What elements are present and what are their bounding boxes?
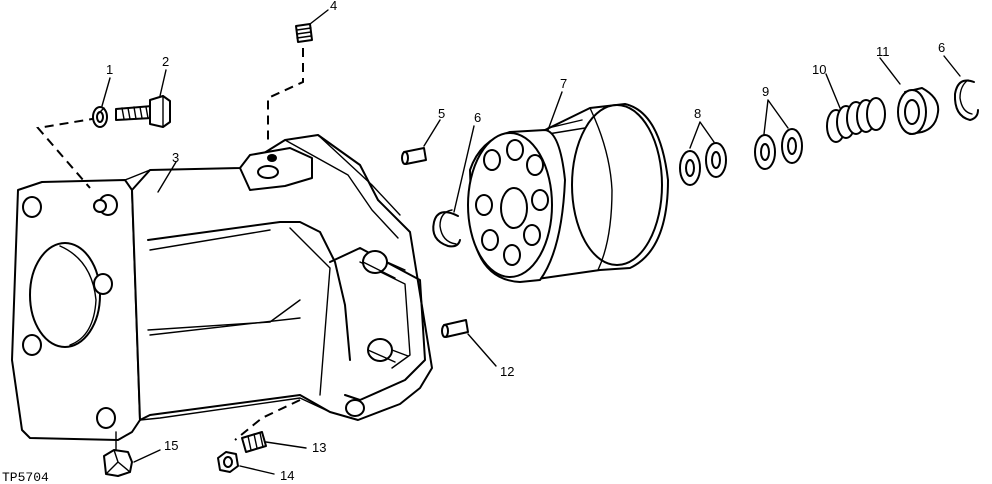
callout-3: 3 xyxy=(172,150,179,165)
callout-5: 5 xyxy=(438,106,445,121)
callout-labels: 1 2 3 4 5 6 7 8 9 10 11 6 12 13 14 15 xyxy=(106,0,945,483)
callout-15: 15 xyxy=(164,438,178,453)
cap-screw-part-2 xyxy=(115,95,171,128)
spring-part-10 xyxy=(826,97,886,143)
washers-part-9 xyxy=(754,128,803,170)
set-screw-part-13 xyxy=(241,431,267,453)
callout-4: 4 xyxy=(330,0,337,13)
callout-2: 2 xyxy=(162,54,169,69)
callout-14: 14 xyxy=(280,468,294,483)
callout-10: 10 xyxy=(812,62,826,77)
rotating-group-part-7 xyxy=(467,103,669,283)
callout-6-right: 6 xyxy=(938,40,945,55)
housing xyxy=(11,134,433,441)
callout-9: 9 xyxy=(762,84,769,99)
snap-ring-part-6-left xyxy=(432,209,461,248)
callout-12: 12 xyxy=(500,364,514,379)
lock-washer-part-1 xyxy=(92,106,108,128)
callout-7: 7 xyxy=(560,76,567,91)
dowel-pin-part-5 xyxy=(401,147,427,165)
snap-ring-part-6-right xyxy=(953,79,979,121)
callout-8: 8 xyxy=(694,106,701,121)
retainer-part-11 xyxy=(897,87,940,135)
set-screw-part-4 xyxy=(295,23,313,43)
callout-6-left: 6 xyxy=(474,110,481,125)
dowel-pin-part-12 xyxy=(441,319,469,338)
callout-11: 11 xyxy=(876,44,890,59)
leader-lines xyxy=(101,9,961,475)
hex-nut-part-14 xyxy=(217,451,239,473)
plug-part-15 xyxy=(103,449,133,477)
callout-1: 1 xyxy=(106,62,113,77)
assembly-lines xyxy=(36,48,304,453)
washers-part-8 xyxy=(679,142,727,186)
callout-13: 13 xyxy=(312,440,326,455)
figure-id: TP5704 xyxy=(2,470,49,484)
